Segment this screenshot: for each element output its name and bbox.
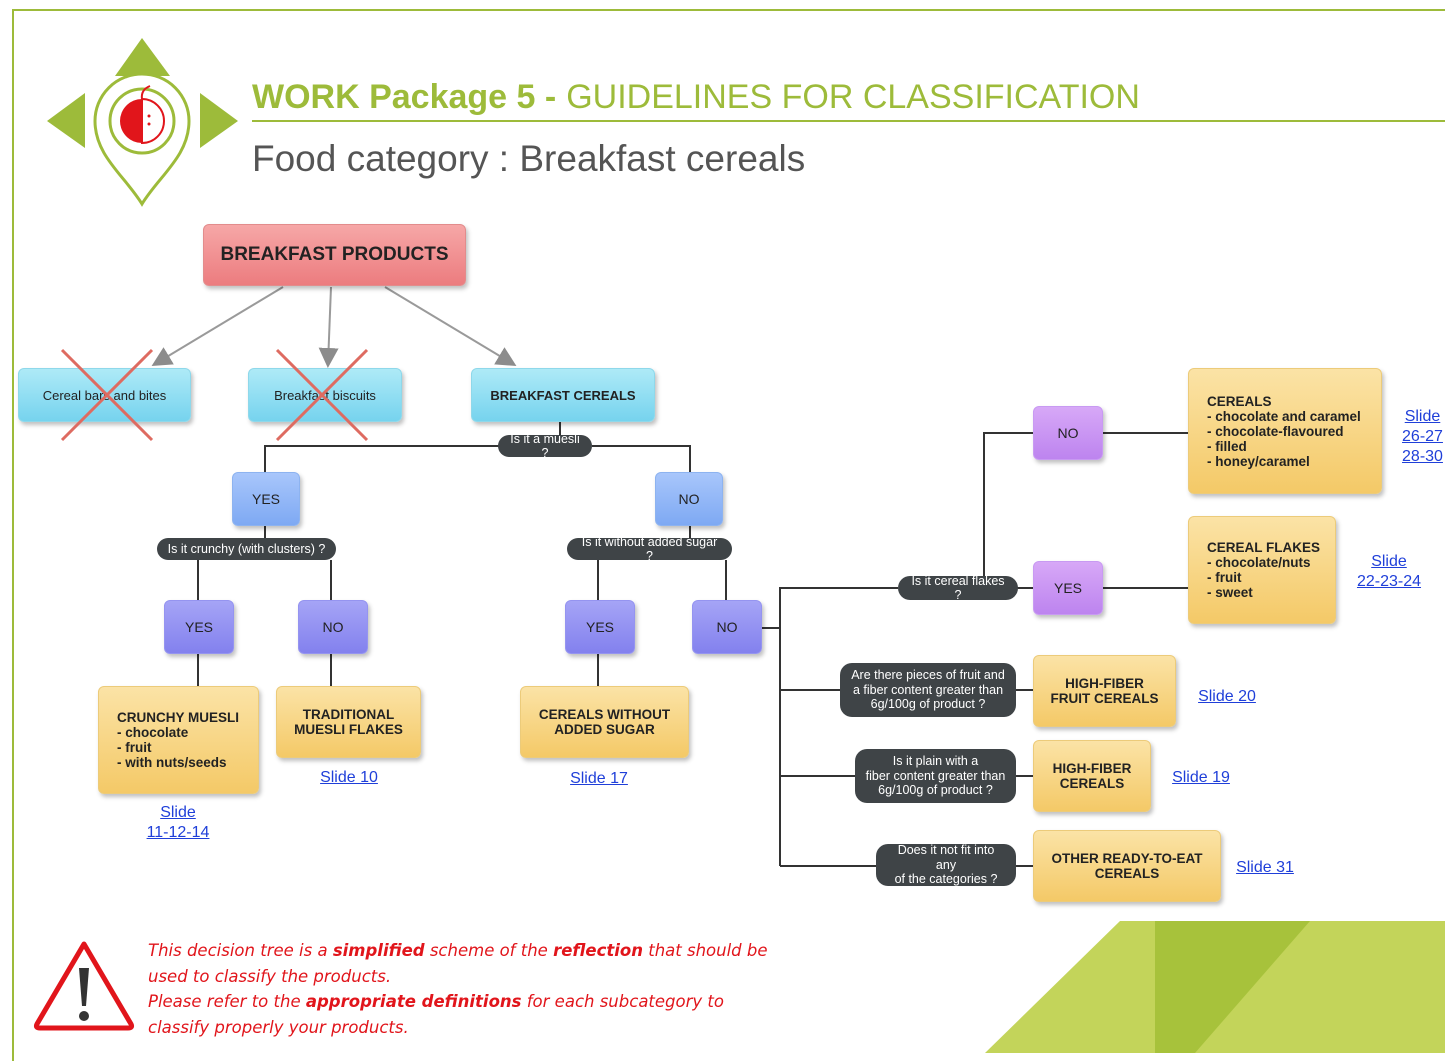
result-high-fiber-fruit: HIGH-FIBER FRUIT CEREALS: [1033, 655, 1176, 727]
answer-sugar-yes: YES: [565, 600, 635, 654]
link-slide-cereals[interactable]: Slide 26-27 28-30: [1402, 408, 1443, 465]
answer-muesli-no: NO: [655, 472, 723, 526]
answer-crunchy-no: NO: [298, 600, 368, 654]
link-slide-other[interactable]: Slide 31: [1236, 859, 1294, 876]
arrow-to-bars: [151, 286, 284, 367]
link-slide-no-sugar[interactable]: Slide 17: [570, 770, 628, 787]
slide-frame: [12, 9, 1445, 1061]
link-slide-flakes[interactable]: Slide 22-23-24: [1356, 553, 1422, 590]
warning-paragraph-2: Please refer to the appropriate definiti…: [148, 992, 724, 1037]
title-underline: [252, 120, 1445, 122]
corner-shape-front: [1155, 921, 1310, 1053]
link-slide-fruit-fiber[interactable]: Slide 20: [1198, 688, 1256, 705]
result-cereals: CEREALS - chocolate and caramel - chocol…: [1188, 368, 1382, 494]
link-slide-fiber[interactable]: Slide 19: [1172, 769, 1230, 786]
result-high-fiber: HIGH-FIBER CEREALS: [1033, 740, 1151, 812]
result-other-ready-to-eat: OTHER READY-TO-EAT CEREALS: [1033, 830, 1221, 902]
warning-paragraph-1: This decision tree is a simplified schem…: [148, 941, 768, 986]
result-traditional-muesli: TRADITIONAL MUESLI FLAKES: [276, 686, 421, 758]
arrow-to-cereals: [384, 286, 517, 367]
arrow-to-biscuits: [318, 286, 339, 368]
question-crunchy: Is it crunchy (with clusters) ?: [157, 538, 336, 560]
answer-flakes-no: NO: [1033, 406, 1103, 460]
apple-pin-logo-icon: [47, 38, 238, 207]
question-muesli: Is it a muesli ?: [498, 432, 592, 460]
result-cereals-no-sugar: CEREALS WITHOUT ADDED SUGAR: [520, 686, 689, 758]
title-light: GUIDELINES FOR CLASSIFICATION: [566, 78, 1140, 116]
answer-crunchy-yes: YES: [164, 600, 234, 654]
root-breakfast-products: BREAKFAST PRODUCTS: [203, 224, 466, 286]
title-bold: WORK Package 5 -: [252, 78, 557, 116]
question-fruit-fiber: Are there pieces of fruit and a fiber co…: [840, 663, 1016, 717]
question-plain-fiber: Is it plain with a fiber content greater…: [855, 749, 1016, 803]
link-slide-crunchy[interactable]: Slide 11-12-14: [146, 804, 210, 841]
warning-triangle-icon: [33, 941, 135, 1031]
category-breakfast-cereals: BREAKFAST CEREALS: [471, 368, 655, 422]
question-added-sugar: Is it without added sugar ?: [567, 535, 732, 563]
question-cereal-flakes: Is it cereal flakes ?: [898, 574, 1018, 602]
link-slide-traditional[interactable]: Slide 10: [320, 769, 378, 786]
question-other: Does it not fit into any of the categori…: [876, 843, 1016, 886]
answer-sugar-no: NO: [692, 600, 762, 654]
answer-flakes-yes: YES: [1033, 561, 1103, 615]
category-breakfast-biscuits: Breakfast biscuits: [248, 368, 402, 422]
category-cereal-bars: Cereal bars and bites: [18, 368, 191, 422]
page-title: WORK Package 5 -GUIDELINES FOR CLASSIFIC…: [252, 78, 1140, 117]
result-cereal-flakes: CEREAL FLAKES - chocolate/nuts - fruit -…: [1188, 516, 1336, 624]
result-crunchy-muesli: CRUNCHY MUESLI - chocolate - fruit - wit…: [98, 686, 259, 794]
warning-text: This decision tree is a simplified schem…: [148, 938, 788, 1040]
page-subtitle: Food category : Breakfast cereals: [252, 138, 806, 179]
answer-muesli-yes: YES: [232, 472, 300, 526]
